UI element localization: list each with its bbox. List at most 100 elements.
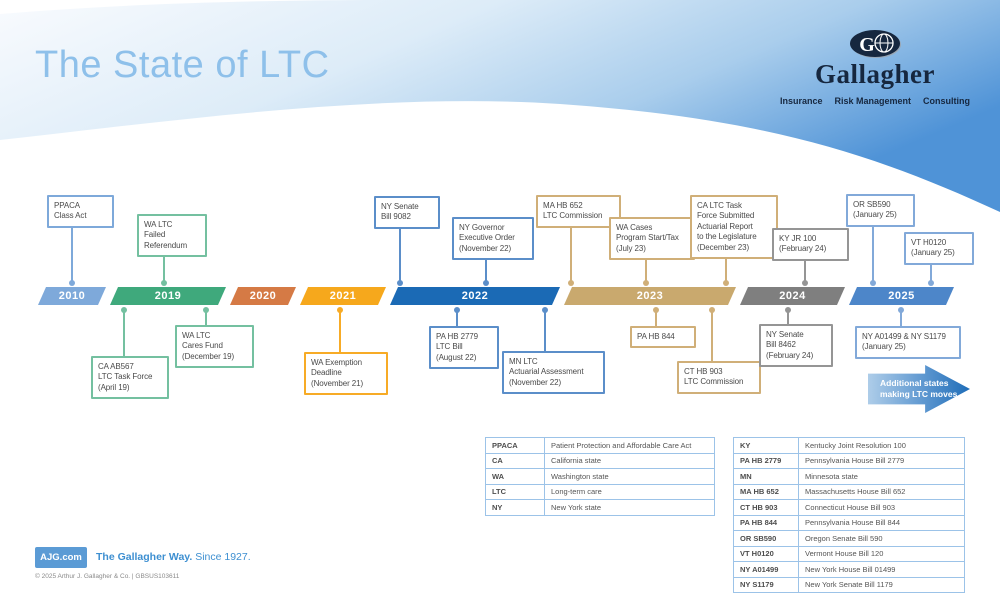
event-dot xyxy=(723,280,729,286)
gallagher-wordmark: Gallagher xyxy=(815,59,935,89)
legend-abbr: LTC xyxy=(485,483,545,500)
event-dot xyxy=(454,307,460,313)
event-dot xyxy=(69,280,75,286)
legend-abbr: CT HB 903 xyxy=(733,499,799,516)
event-connector xyxy=(205,309,207,333)
event-dot xyxy=(898,307,904,313)
event-connector xyxy=(711,309,713,369)
event-box: PA HB 844 xyxy=(630,326,696,349)
timeline-segment-2020: 2020 xyxy=(230,287,296,305)
timeline-segment-2025: 2025 xyxy=(849,287,954,305)
legend-meaning: California state xyxy=(544,452,715,469)
legend-meaning: Kentucky Joint Resolution 100 xyxy=(798,437,965,454)
timeline-segment-2021: 2021 xyxy=(300,287,386,305)
legend-meaning: Pennsylvania House Bill 844 xyxy=(798,514,965,531)
event-connector xyxy=(456,309,458,334)
page-title: The State of LTC xyxy=(35,44,330,86)
gallagher-logo: G Gallagher Insurance Risk Management Cons… xyxy=(780,28,970,106)
event-dot xyxy=(870,280,876,286)
event-dot xyxy=(785,307,791,313)
event-dot xyxy=(568,280,574,286)
event-dot xyxy=(928,280,934,286)
footer-tagline-bold: The Gallagher Way. xyxy=(96,551,193,563)
timeline-segment-2024: 2024 xyxy=(740,287,845,305)
event-connector xyxy=(655,309,657,334)
event-dot xyxy=(161,280,167,286)
logo-tagline: Insurance Risk Management Consulting xyxy=(780,95,970,106)
timeline-segment-2019: 2019 xyxy=(110,287,226,305)
legend-abbr: CA xyxy=(485,452,545,469)
event-box: CA AB567 LTC Task Force (April 19) xyxy=(91,356,169,400)
legend-abbr: PA HB 844 xyxy=(733,514,799,531)
legend-abbr: VT H0120 xyxy=(733,545,799,562)
event-box: NY A01499 & NY S1179 (January 25) xyxy=(855,326,961,359)
event-box: CT HB 903 LTC Commission xyxy=(677,361,761,394)
legend-meaning: New York Senate Bill 1179 xyxy=(798,576,965,593)
tagline-item: Insurance xyxy=(779,95,823,106)
event-box: NY Governor Executive Order (November 22… xyxy=(452,217,534,261)
event-box: VT H0120 (January 25) xyxy=(904,232,974,265)
event-connector xyxy=(123,309,125,364)
ajg-com-link[interactable]: AJG.com xyxy=(35,547,87,568)
legend-abbr: KY xyxy=(733,437,799,454)
legend-meaning: Vermont House Bill 120 xyxy=(798,545,965,562)
event-box: CA LTC Task Force Submitted Actuarial Re… xyxy=(690,195,778,259)
event-dot xyxy=(802,280,808,286)
legend-abbr: PPACA xyxy=(485,437,545,454)
event-connector xyxy=(787,309,789,332)
event-connector xyxy=(570,203,572,283)
additional-states-arrow-label: Additional states making LTC moves xyxy=(880,377,958,399)
legend-abbr: OR SB590 xyxy=(733,530,799,547)
legend-meaning: Massachusetts House Bill 652 xyxy=(798,483,965,500)
legend-abbr: MA HB 652 xyxy=(733,483,799,500)
event-dot xyxy=(643,280,649,286)
event-box: WA LTC Cares Fund (December 19) xyxy=(175,325,254,369)
event-box: NY Senate Bill 8462 (February 24) xyxy=(759,324,833,368)
legend-abbr: MN xyxy=(733,468,799,485)
event-connector xyxy=(872,202,874,283)
event-dot xyxy=(653,307,659,313)
event-dot xyxy=(483,280,489,286)
legend-meaning: Oregon Senate Bill 590 xyxy=(798,530,965,547)
event-box: PPACA Class Act xyxy=(47,195,114,228)
event-dot xyxy=(542,307,548,313)
copyright-text: © 2025 Arthur J. Gallagher & Co. | GBSUS… xyxy=(35,573,180,580)
event-box: MN LTC Actuarial Assessment (November 22… xyxy=(502,351,605,395)
event-box: WA LTC Failed Referendum xyxy=(137,214,207,258)
event-connector xyxy=(71,203,73,283)
legend-abbr: PA HB 2779 xyxy=(733,452,799,469)
gallagher-globe-g-icon: G xyxy=(850,30,901,58)
legend-meaning: Washington state xyxy=(544,468,715,485)
event-connector xyxy=(900,309,902,334)
event-connector xyxy=(399,204,401,283)
legend-meaning: New York state xyxy=(544,499,715,516)
legend-meaning: Minnesota state xyxy=(798,468,965,485)
timeline-segment-2023: 2023 xyxy=(564,287,736,305)
tagline-item: Consulting xyxy=(923,95,971,106)
event-box: KY JR 100 (February 24) xyxy=(772,228,849,261)
legend-meaning: Long-term care xyxy=(544,483,715,500)
legend-meaning: Connecticut House Bill 903 xyxy=(798,499,965,516)
footer-tagline: The Gallagher Way. Since 1927. xyxy=(96,547,251,568)
timeline-segment-2010: 2010 xyxy=(38,287,106,305)
legend-meaning: Patient Protection and Affordable Care A… xyxy=(544,437,715,454)
footer-tagline-rest: Since 1927. xyxy=(192,551,251,563)
event-dot xyxy=(709,307,715,313)
event-box: WA Exemption Deadline (November 21) xyxy=(304,352,388,396)
tagline-item: Risk Management xyxy=(834,95,912,106)
additional-states-arrow: Additional states making LTC moves xyxy=(868,365,970,413)
